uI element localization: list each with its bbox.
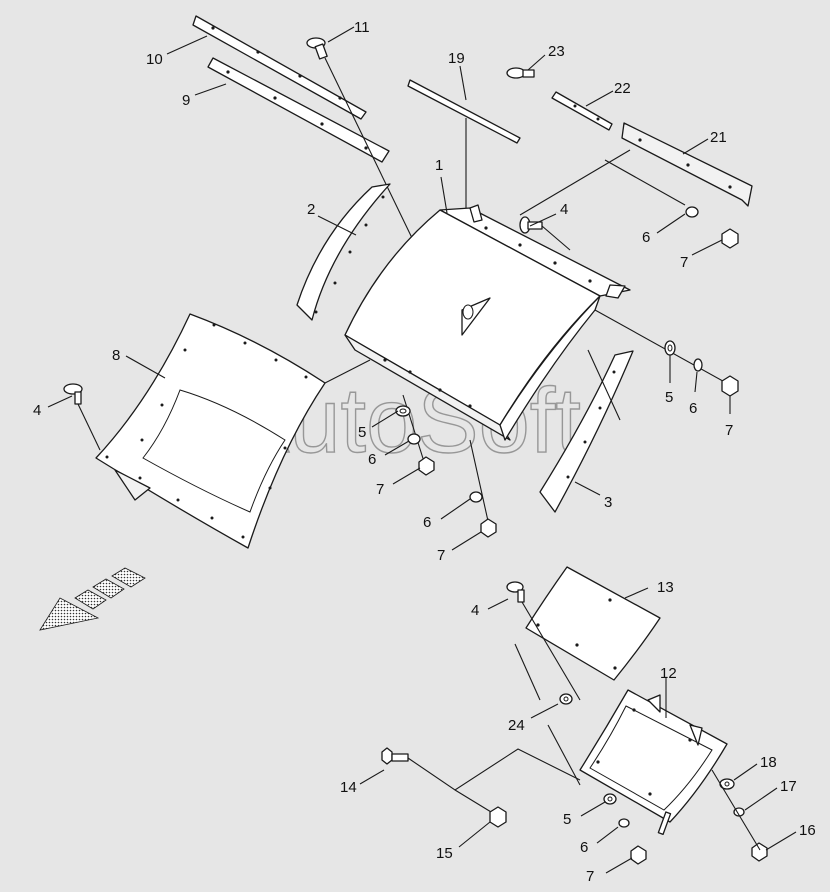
callout-3: 3 [604, 494, 612, 511]
part-9-strip [207, 57, 390, 163]
callout-7-upper: 7 [680, 254, 688, 271]
part-13-plate [525, 566, 661, 681]
callout-5-center: 5 [358, 424, 366, 441]
callout-8: 8 [112, 347, 120, 364]
part-4-bolt-left [63, 383, 83, 405]
part-5-washer-right [664, 340, 676, 356]
callout-4-lower: 4 [471, 602, 479, 619]
part-12-bracket [579, 689, 728, 836]
part-21-bracket [621, 122, 753, 207]
callout-9: 9 [182, 92, 190, 109]
part-23-bolt [506, 67, 535, 79]
callout-6-right: 6 [689, 400, 697, 417]
part-24-washer [559, 693, 573, 705]
callout-24: 24 [508, 717, 525, 734]
callout-23: 23 [548, 43, 565, 60]
callout-2: 2 [307, 201, 315, 218]
part-16-nut [751, 842, 768, 862]
callout-7-bottom: 7 [586, 868, 594, 885]
part-6-lockwasher-center [407, 433, 421, 445]
part-19-bar [407, 79, 521, 144]
callout-19: 19 [448, 50, 465, 67]
callout-7-right: 7 [725, 422, 733, 439]
part-3-curved-strip [539, 350, 634, 513]
part-4-bolt-lower [506, 581, 525, 603]
part-6-lockwasher-bottom [618, 818, 630, 828]
callout-5-bottom: 5 [563, 811, 571, 828]
callout-7-center: 7 [376, 481, 384, 498]
part-15-nut [489, 806, 507, 828]
callout-6-upper: 6 [642, 229, 650, 246]
part-6-lockwasher-upper [685, 206, 699, 218]
part-8-panel [95, 313, 326, 549]
callout-6-center: 6 [368, 451, 376, 468]
part-7-nut-center [418, 456, 435, 476]
direction-arrow-icon [39, 567, 146, 631]
callout-leaders [47, 26, 797, 874]
callout-6-bottom: 6 [580, 839, 588, 856]
part-10-strip [192, 15, 367, 120]
callout-13: 13 [657, 579, 674, 596]
part-5-washer-center [395, 405, 411, 417]
callout-10: 10 [146, 51, 163, 68]
part-1-main-panel [344, 204, 631, 441]
part-4-bolt-top [519, 216, 543, 234]
part-7-nut-lower [480, 518, 497, 538]
part-11-bolt [306, 37, 328, 60]
callout-16: 16 [799, 822, 816, 839]
part-7-nut-bottom [630, 845, 647, 865]
part-14-bolt [381, 747, 409, 765]
callout-12: 12 [660, 665, 677, 682]
callout-11: 11 [354, 19, 370, 36]
callout-labels: 1 2 3 4 4 4 5 5 5 6 6 6 6 6 7 7 7 7 7 8 … [33, 19, 816, 885]
part-6-lockwasher-right [693, 358, 703, 372]
part-5-washer-bottom [603, 793, 617, 805]
part-2-curved-strip [296, 183, 391, 321]
callout-6-lower: 6 [423, 514, 431, 531]
callout-4-left: 4 [33, 402, 41, 419]
part-6-lockwasher-lower [469, 491, 483, 503]
callout-22: 22 [614, 80, 631, 97]
part-22-strip [551, 91, 613, 131]
part-7-nut-upper [721, 228, 739, 249]
callout-7-lower: 7 [437, 547, 445, 564]
part-7-nut-right [721, 375, 739, 397]
callout-17: 17 [780, 778, 797, 795]
callout-14: 14 [340, 779, 357, 796]
callout-5-right: 5 [665, 389, 673, 406]
callout-1: 1 [435, 157, 443, 174]
callout-21: 21 [710, 129, 727, 146]
callout-18: 18 [760, 754, 777, 771]
callout-15: 15 [436, 845, 453, 862]
callout-4-top: 4 [560, 201, 568, 218]
